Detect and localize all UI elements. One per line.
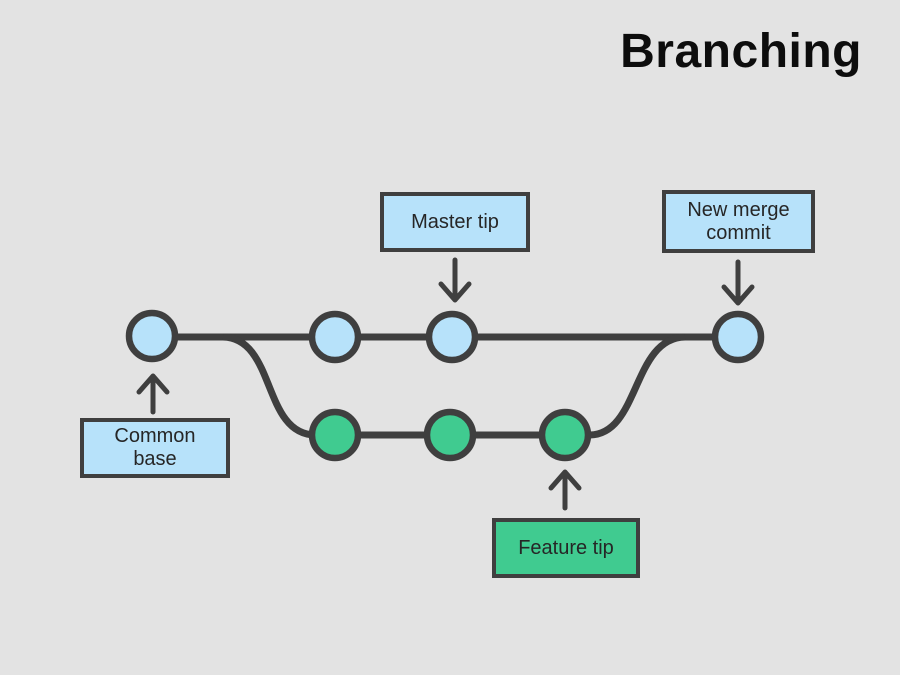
commit-node-common-base xyxy=(125,309,179,363)
arrow-up-feature-tip-icon xyxy=(548,469,582,511)
common-base-label-text: Common base xyxy=(114,425,196,470)
arrow-up-common-base-icon xyxy=(136,373,170,415)
commit-node-feature-2 xyxy=(423,408,477,462)
feature-tip-label: Feature tip xyxy=(492,518,640,578)
master-tip-label: Master tip xyxy=(380,192,530,252)
commit-node-merge xyxy=(711,310,765,364)
new-merge-commit-label: New merge commit xyxy=(662,190,815,253)
arrow-down-master-tip-icon xyxy=(438,257,472,303)
arrow-down-merge-commit-icon xyxy=(721,259,755,306)
commit-node-feature-1 xyxy=(308,408,362,462)
new-merge-commit-label-text: New merge commit xyxy=(687,198,790,244)
commit-node-feature-tip xyxy=(538,408,592,462)
page-title: Branching xyxy=(620,25,862,78)
feature-tip-label-text: Feature tip xyxy=(518,536,614,559)
common-base-label: Common base xyxy=(80,418,230,478)
commit-node-master-tip xyxy=(425,310,479,364)
commit-node-master-2 xyxy=(308,310,362,364)
master-tip-label-text: Master tip xyxy=(411,210,499,233)
